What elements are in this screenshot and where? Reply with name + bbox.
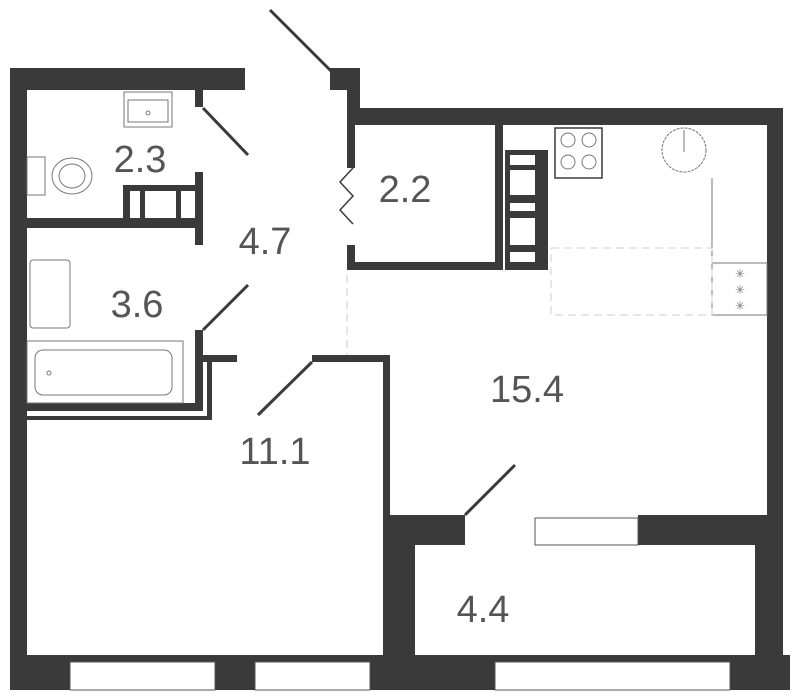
fridge-shelves [510, 155, 535, 262]
wc-door[interactable] [201, 106, 250, 157]
bathroom-door[interactable] [201, 283, 250, 332]
sink-icon [123, 91, 173, 128]
bedroom-door[interactable] [256, 360, 314, 417]
sliding-door[interactable] [338, 167, 355, 225]
svg-text:✳: ✳ [735, 267, 745, 281]
entrance-door[interactable] [268, 8, 334, 74]
bathtub-icon [26, 340, 184, 404]
room-area-storage: 2.2 [379, 169, 432, 211]
room-area-bathroom: 3.6 [111, 284, 164, 326]
room-area-kitchen-living: 15.4 [490, 369, 564, 411]
room-area-wc: 2.3 [114, 139, 167, 181]
svg-text:✳: ✳ [735, 299, 745, 313]
toilet-icon [26, 156, 46, 196]
washer-icon [29, 259, 71, 329]
doors [201, 8, 517, 517]
room-area-bedroom: 11.1 [239, 431, 310, 473]
kitchen-zone [550, 247, 713, 316]
windows [69, 517, 731, 691]
room-labels: 2.3 4.7 2.2 3.6 15.4 11.1 4.4 [111, 139, 564, 631]
balcony-door[interactable] [463, 463, 517, 517]
room-area-balcony: 4.4 [457, 589, 510, 631]
fixtures: ✳ ✳ ✳ [26, 91, 768, 404]
room-area-hallway: 4.7 [239, 221, 292, 263]
stove-icon [554, 127, 603, 179]
kitchen-sink-icon [661, 127, 707, 173]
svg-text:✳: ✳ [735, 283, 745, 297]
